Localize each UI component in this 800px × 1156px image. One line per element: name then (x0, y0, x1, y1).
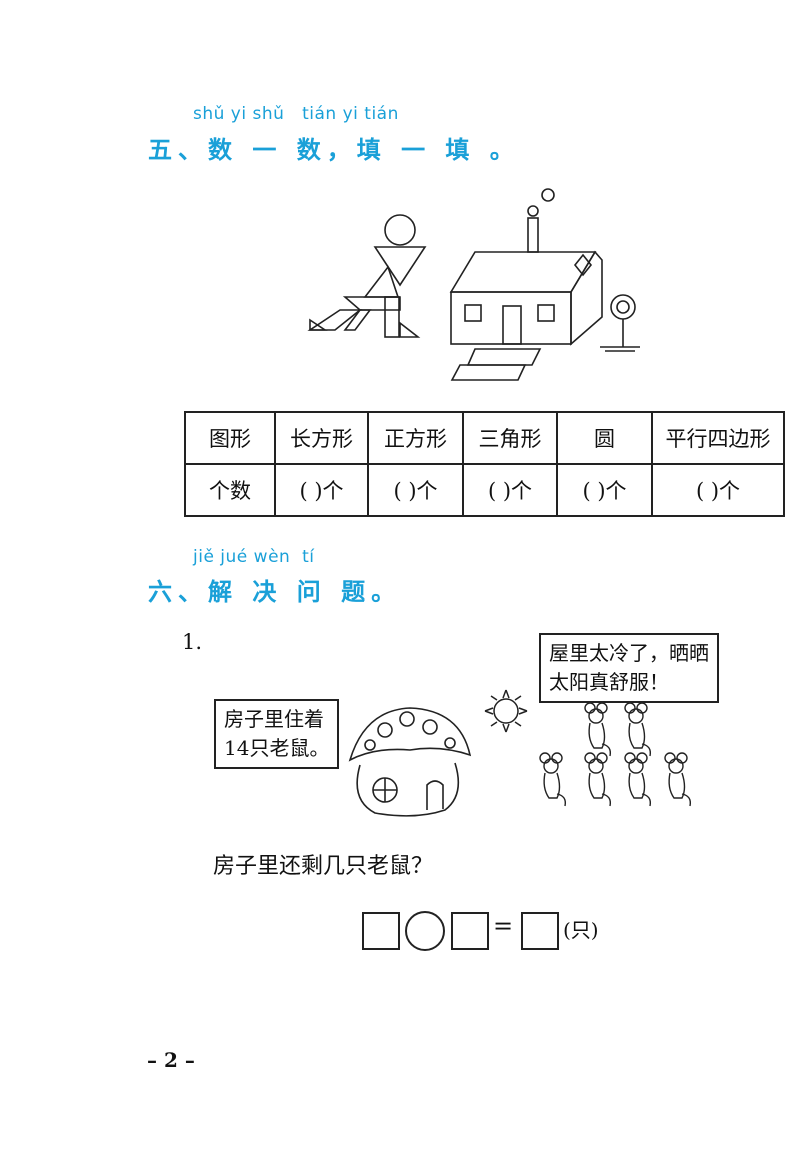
speech-bubble-left: 房子里住着 14只老鼠。 (214, 699, 340, 769)
table-header-cell: 正方形 (367, 411, 464, 465)
mushroom-house-illustration (348, 707, 472, 817)
table-header-cell: 图形 (184, 411, 276, 465)
problem-number: 1. (182, 630, 203, 654)
house-roof (449, 251, 597, 293)
answer-blank[interactable]: ( )个 (274, 463, 369, 517)
answer-blank[interactable]: ( )个 (651, 463, 785, 517)
answer-box-1[interactable] (362, 912, 400, 950)
sun-icon (484, 689, 528, 733)
answer-blank[interactable]: ( )个 (462, 463, 558, 517)
speech-bubble-right: 屋里太冷了，晒晒 太阳真舒服！ (539, 633, 719, 703)
answer-blank[interactable]: ( )个 (556, 463, 653, 517)
table-header-row: 图形 长方形 正方形 三角形 圆 平行四边形 (184, 411, 785, 465)
section5-pinyin: shǔ yi shǔ tián yi tián (193, 104, 399, 124)
shape-count-table: 图形 长方形 正方形 三角形 圆 平行四边形 个数 ( )个 ( )个 ( )个… (184, 411, 785, 517)
table-header-cell: 圆 (556, 411, 653, 465)
arm-triangle (363, 265, 400, 298)
section6-pinyin: jiě jué wèn tí (193, 547, 315, 567)
house-side (570, 250, 603, 346)
mice-illustration (539, 702, 692, 807)
section5-title: 五、数 一 数，填 一 填 。 (148, 136, 520, 164)
equals-sign: = (493, 912, 514, 940)
answer-blank[interactable]: ( )个 (367, 463, 464, 517)
body-triangle (373, 246, 427, 287)
table-header-cell: 平行四边形 (651, 411, 785, 465)
tangram-scene-illustration (307, 188, 640, 381)
answer-box-2[interactable] (451, 912, 489, 950)
door (502, 305, 522, 345)
chimney (527, 217, 539, 253)
window-left (464, 304, 482, 322)
answer-box-result[interactable] (521, 912, 559, 950)
operator-circle[interactable] (405, 911, 445, 951)
table-header-cell: 三角形 (462, 411, 558, 465)
page-number: – 2 – (147, 1048, 195, 1072)
table-row: 个数 ( )个 ( )个 ( )个 ( )个 ( )个 (184, 463, 785, 517)
question-text: 房子里还剩几只老鼠？ (213, 854, 434, 879)
table-header-cell: 长方形 (274, 411, 369, 465)
house-front (450, 291, 572, 345)
head-circle (384, 214, 416, 246)
table-row-label: 个数 (184, 463, 276, 517)
window-right (537, 304, 555, 322)
flower (610, 294, 636, 320)
unit-label: (只) (563, 918, 599, 942)
leg-parallelogram (307, 309, 363, 331)
section6-title: 六、解 决 问 题。 (148, 578, 402, 606)
